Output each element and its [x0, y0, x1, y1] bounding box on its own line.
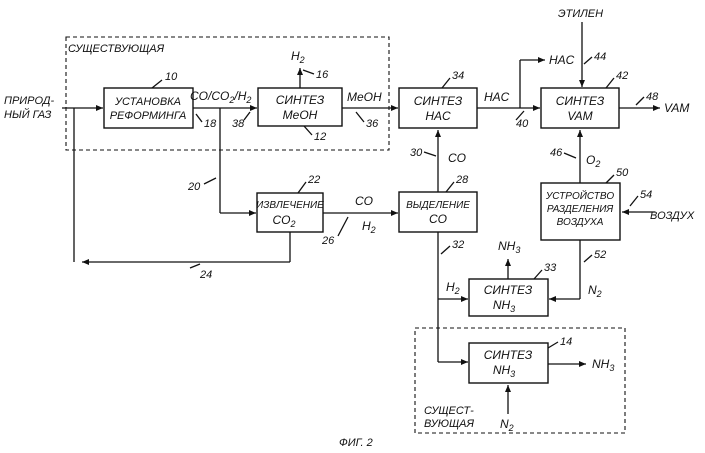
co-separation-line2: CO: [429, 212, 447, 226]
leader-50: [606, 175, 614, 183]
leader-28: [446, 182, 454, 192]
ref-12: 12: [314, 131, 326, 143]
leader-33: [534, 270, 542, 279]
ethylene-label: ЭТИЛЕН: [558, 8, 603, 20]
reforming-line2: РЕФОРМИНГА: [110, 110, 187, 122]
co-separation-line1: ВЫДЕЛЕНИЕ: [406, 200, 470, 211]
n2-exist-label: N2: [500, 417, 514, 433]
ref-18: 18: [204, 118, 217, 130]
ref-44: 44: [594, 51, 606, 63]
o2-label: O2: [586, 153, 600, 169]
meoh-line2: MeOH: [283, 108, 318, 122]
ref-46: 46: [550, 147, 563, 159]
ref-30: 30: [410, 147, 423, 159]
ref-20: 20: [187, 181, 201, 193]
leader-24: [190, 264, 200, 268]
ref-24: 24: [199, 269, 212, 281]
reforming-line1: УСТАНОВКА: [114, 96, 181, 108]
co2-recovery-line1: ИЗВЛЕЧЕНИЕ: [256, 200, 324, 211]
co-up-label: CO: [448, 151, 466, 165]
vam-line2: VAM: [567, 109, 592, 123]
ref-33: 33: [544, 262, 557, 274]
existing-label-bottom-2: ВУЮЩАЯ: [424, 418, 474, 430]
leader-12: [304, 126, 312, 135]
existing-label-bottom-1: СУЩЕСТ-: [424, 405, 474, 417]
nh3-existing-line1: СИНТЕЗ: [484, 348, 533, 362]
nh3-new-line1: СИНТЕЗ: [484, 283, 533, 297]
nh3-top-label: NH3: [498, 239, 520, 255]
ref-34: 34: [452, 70, 464, 82]
leader-44: [584, 57, 592, 64]
figure-caption: ФИГ. 2: [339, 437, 373, 449]
hac-side-label: HAC: [549, 53, 575, 67]
leader-34: [442, 78, 450, 88]
meoh-label: MeOH: [347, 90, 382, 104]
leader-18: [196, 114, 202, 122]
ref-54: 54: [640, 189, 652, 201]
leader-26: [338, 217, 348, 236]
nh3-out-label: NH3: [592, 357, 614, 373]
h2-top-label: H2: [291, 49, 305, 65]
leader-16: [303, 70, 314, 74]
hac-line1: СИНТЕЗ: [414, 94, 463, 108]
h2-nh3-label: H2: [446, 280, 460, 296]
leader-38: [244, 112, 250, 120]
hac-out-label: HAC: [484, 90, 510, 104]
vam-line1: СИНТЕЗ: [556, 94, 605, 108]
n2-new-label: N2: [588, 283, 602, 299]
co-mid-label: CO: [355, 194, 373, 208]
ref-28: 28: [455, 174, 469, 186]
leader-48: [636, 97, 644, 105]
meoh-line1: СИНТЕЗ: [276, 93, 325, 107]
ref-10: 10: [165, 71, 178, 83]
leader-14: [548, 342, 558, 348]
natural-gas-label-1: ПРИРОД-: [4, 95, 54, 107]
ref-40: 40: [516, 118, 529, 130]
leader-20: [204, 178, 216, 184]
syngas-label: CO/CO2/H2: [190, 89, 251, 105]
ref-22: 22: [307, 174, 320, 186]
ref-16: 16: [316, 69, 329, 81]
leader-22: [298, 182, 306, 193]
h2-mid-label: H2: [362, 219, 376, 235]
ref-42: 42: [616, 70, 628, 82]
ref-52: 52: [594, 249, 606, 261]
ref-50: 50: [616, 167, 629, 179]
air-separation-line3: ВОЗДУХА: [557, 217, 604, 228]
ref-26: 26: [321, 235, 335, 247]
air-separation-line1: УСТРОЙСТВО: [545, 189, 614, 202]
leader-32: [441, 246, 450, 254]
existing-label-top: СУЩЕСТВУЮЩАЯ: [68, 43, 165, 55]
hac-line2: HAC: [425, 109, 451, 123]
ref-38: 38: [232, 118, 245, 130]
air-separation-line2: РАЗДЕЛЕНИЯ: [547, 204, 614, 215]
reforming-unit-box: [104, 88, 193, 128]
ref-32: 32: [452, 239, 464, 251]
natural-gas-label-2: НЫЙ ГАЗ: [4, 108, 52, 121]
vam-out-label: VAM: [664, 101, 689, 115]
ref-36: 36: [366, 118, 379, 130]
leader-30: [424, 152, 436, 156]
air-label: ВОЗДУХ: [650, 210, 695, 222]
leader-10: [152, 80, 162, 88]
leader-46: [564, 153, 576, 158]
leader-42: [606, 78, 614, 88]
ref-48: 48: [646, 91, 659, 103]
ref-14: 14: [560, 336, 572, 348]
leader-54: [630, 196, 638, 206]
leader-52: [584, 255, 592, 262]
leader-36: [356, 112, 364, 122]
